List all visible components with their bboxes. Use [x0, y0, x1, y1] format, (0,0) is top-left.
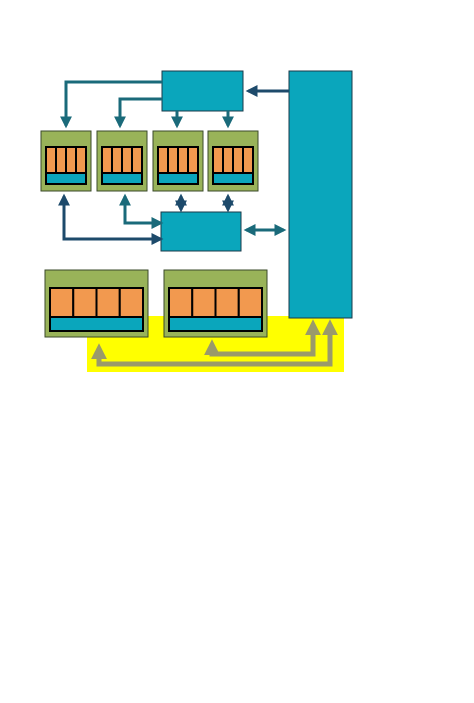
arrow-mid-to-module-1	[58, 193, 164, 245]
small-module-cell	[111, 146, 123, 174]
small-module-cell	[101, 146, 113, 174]
small-module-bar	[45, 172, 87, 185]
large-module-1	[44, 269, 149, 338]
large-module-cell	[168, 287, 194, 318]
arrow-olive-right-module	[203, 319, 322, 357]
large-module-cell	[191, 287, 217, 318]
small-module-1	[40, 130, 92, 192]
small-module-bar	[212, 172, 254, 185]
arrow-top-to-module-1	[60, 80, 162, 129]
large-module-cell	[72, 287, 98, 318]
arrow-mid-to-module-2	[119, 193, 164, 229]
small-module-cell	[242, 146, 254, 174]
arrow-top-to-module-2	[114, 97, 162, 129]
small-module-cell	[45, 146, 57, 174]
small-module-bar	[157, 172, 199, 185]
small-module-cell	[222, 146, 234, 174]
small-module-cell	[55, 146, 67, 174]
small-modules-row	[40, 130, 259, 192]
large-module-bar	[168, 316, 263, 332]
small-module-cell	[157, 146, 169, 174]
large-module-cell	[95, 287, 121, 318]
small-module-cell	[177, 146, 189, 174]
small-module-2	[96, 130, 148, 192]
small-module-3	[152, 130, 204, 192]
small-module-cell	[75, 146, 87, 174]
small-module-cell	[187, 146, 199, 174]
large-module-2	[163, 269, 268, 338]
small-module-cell	[232, 146, 244, 174]
top-controller-block	[161, 70, 244, 112]
small-module-cell	[212, 146, 224, 174]
large-module-cell	[49, 287, 75, 318]
small-module-4	[207, 130, 259, 192]
small-module-cell	[131, 146, 143, 174]
large-module-cell	[118, 287, 144, 318]
mid-controller-block	[160, 211, 242, 252]
small-module-cell	[121, 146, 133, 174]
small-module-cell	[167, 146, 179, 174]
large-module-bar	[49, 316, 144, 332]
small-module-bar	[101, 172, 143, 185]
small-module-cell	[65, 146, 77, 174]
arrow-olive-left-module	[90, 319, 339, 367]
large-module-cell	[237, 287, 263, 318]
right-tall-block	[288, 70, 353, 319]
large-module-cell	[214, 287, 240, 318]
